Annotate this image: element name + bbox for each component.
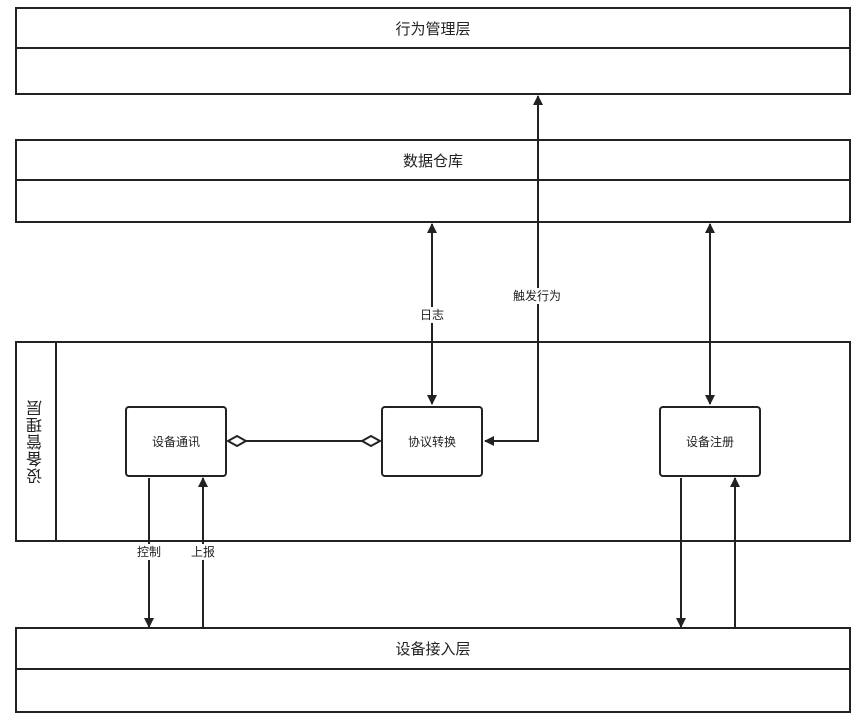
aggregation-diamond-left: [225, 434, 249, 448]
report-label: 上报: [189, 544, 218, 560]
device-register-node[interactable]: 设备注册: [659, 406, 761, 477]
behavior-layer-title: 行为管理层: [17, 9, 849, 49]
warehouse-layer-title: 数据仓库: [17, 141, 849, 181]
access-layer-title: 设备接入层: [17, 629, 849, 670]
control-label: 控制: [135, 544, 164, 560]
device-comm-node[interactable]: 设备通讯: [125, 406, 227, 477]
log-label: 日志: [418, 307, 447, 323]
protocol-conversion-node[interactable]: 协议转换: [381, 406, 483, 477]
device-access-layer: 设备接入层: [15, 627, 851, 713]
aggregation-diamond-right: [359, 434, 383, 448]
device-layer-sidebar: 设备管理层: [17, 343, 57, 540]
data-warehouse-layer: 数据仓库: [15, 139, 851, 223]
trigger-connector: [484, 95, 543, 446]
trigger-label: 触发行为: [511, 288, 564, 304]
behavior-management-layer: 行为管理层: [15, 7, 851, 95]
